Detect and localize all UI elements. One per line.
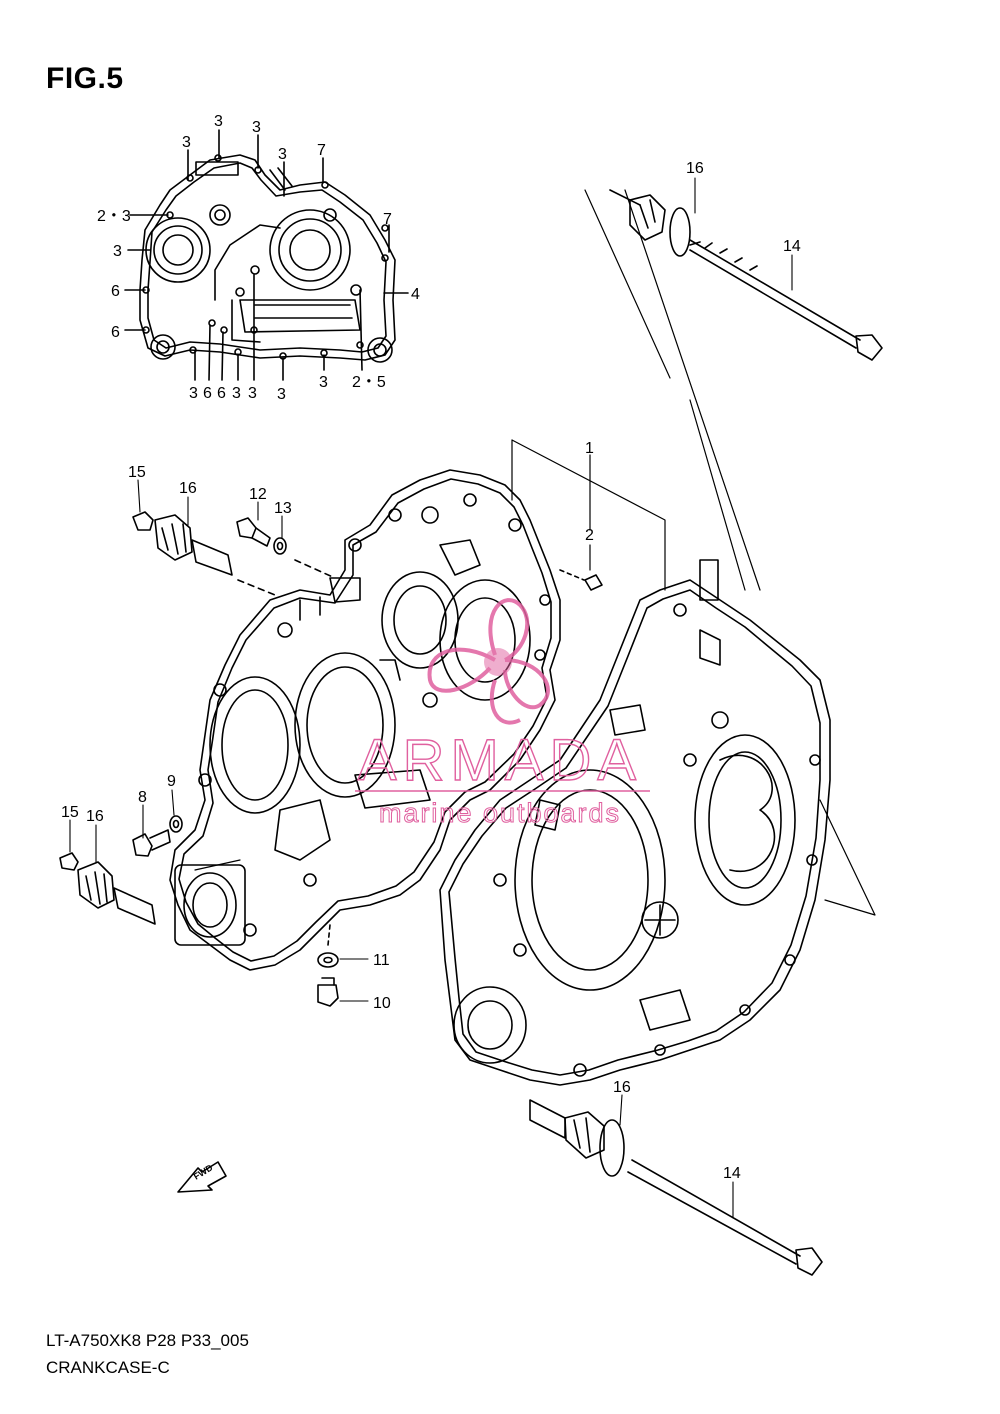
armada-logo-icon — [427, 598, 550, 725]
callout: 16 — [686, 160, 704, 177]
callout: 7 — [383, 211, 392, 228]
callout: 3 — [189, 385, 198, 402]
callout: 13 — [274, 500, 292, 517]
callout: 9 — [167, 773, 176, 790]
left-crankcase-half — [169, 469, 561, 971]
callout: 3 — [182, 134, 191, 151]
callout: 3 — [248, 385, 257, 402]
callout: 16 — [613, 1079, 631, 1096]
callout: 2・3 — [97, 208, 131, 225]
callout: 16 — [179, 480, 197, 497]
right-crankcase-half — [439, 559, 831, 1086]
callout: 8 — [138, 789, 147, 806]
watermark-tagline: marine outboards — [379, 798, 621, 828]
armada-watermark: ARMADA marine outboards — [355, 598, 650, 829]
callout: 10 — [373, 995, 391, 1012]
drain-plug-10-washer-11 — [317, 924, 339, 1007]
callout-labels: 3 3 3 3 7 2・3 7 3 4 6 6 2・5 3 6 6 3 3 3 … — [61, 113, 801, 1182]
callout: 3 — [278, 146, 287, 163]
callout: 3 — [113, 243, 122, 260]
callout: 6 — [203, 385, 212, 402]
model-code: LT-A750XK8 P28 P33_005 — [46, 1331, 249, 1350]
lower-left-spacer — [59, 852, 156, 925]
fwd-arrow-icon — [177, 1161, 227, 1193]
callout: 16 — [86, 808, 104, 825]
figure-title: FIG.5 — [46, 62, 124, 95]
upper-left-spacer — [132, 511, 276, 596]
callout: 4 — [411, 286, 420, 303]
callout: 3 — [232, 385, 241, 402]
callout: 6 — [111, 324, 120, 341]
callout: 11 — [373, 952, 390, 969]
callout: 6 — [111, 283, 120, 300]
lower-bolt-assembly — [529, 1099, 823, 1276]
dowel-pin — [559, 569, 603, 591]
callout: 3 — [214, 113, 223, 130]
callout: 1 — [585, 440, 594, 457]
inset-crankcase-view — [124, 129, 409, 381]
bolt-12-washer-13 — [236, 517, 336, 579]
callout: 3 — [252, 119, 261, 136]
callout: 7 — [317, 142, 326, 159]
callout: 15 — [128, 464, 146, 481]
watermark-brand: ARMADA — [358, 728, 642, 793]
fwd-label: FWD — [192, 1162, 215, 1182]
callout: 2・5 — [352, 374, 386, 391]
leader-lines — [69, 177, 793, 1219]
callout: 14 — [723, 1165, 741, 1182]
callout: 6 — [217, 385, 226, 402]
section-name: CRANKCASE-C — [46, 1358, 170, 1377]
callout: 3 — [277, 386, 286, 403]
callout: 12 — [249, 486, 267, 503]
alignment-lines — [194, 189, 876, 916]
upper-bolt-assembly — [609, 189, 883, 361]
callout: 2 — [585, 527, 594, 544]
callout: 15 — [61, 804, 79, 821]
callout: 14 — [783, 238, 801, 255]
callout: 3 — [319, 374, 328, 391]
